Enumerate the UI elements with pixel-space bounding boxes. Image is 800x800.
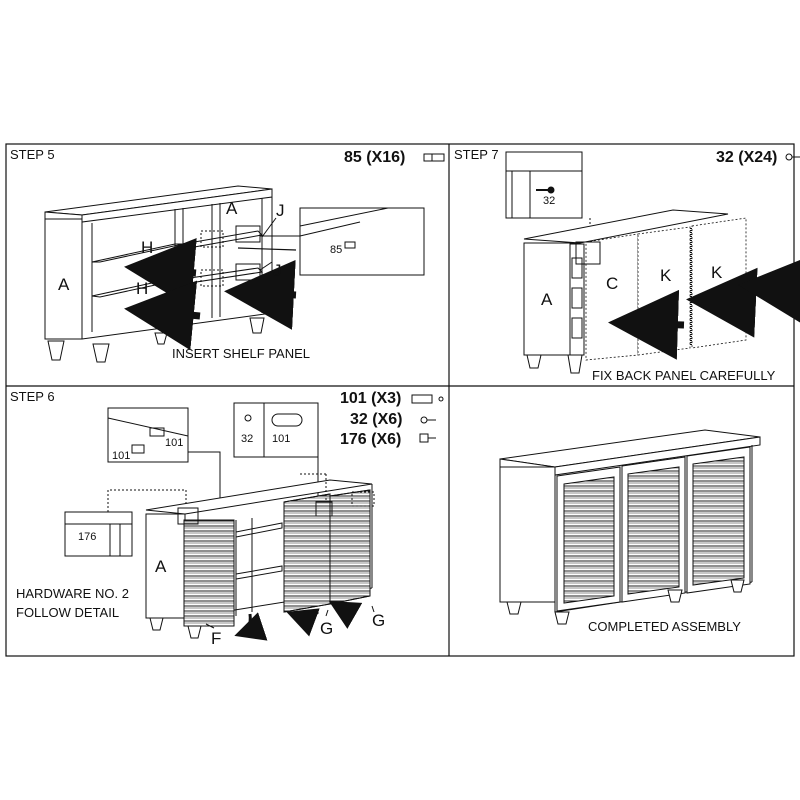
step6-cabinet [145,479,373,639]
step5-part-a-label: A [58,275,70,294]
completed-cabinet [499,429,761,625]
step6-hardware-label-101: 101 (X3) [340,390,401,407]
step6-part-a-label: A [155,557,167,576]
step5-insert-arrows [124,237,297,351]
step6-swing-arrows [234,601,363,641]
step7-hardware-label: 32 (X24) [716,149,777,166]
screw-icon [420,416,436,424]
step7-part-c-label: C [606,274,618,293]
step6-detail-176 [64,489,187,557]
step5-caption: INSERT SHELF PANEL [172,346,310,361]
step7-caption: FIX BACK PANEL CAREFULLY [592,368,776,383]
step7-detail-marker [575,241,601,265]
step5-part-a-top-label: A [226,199,238,218]
step6-detail-101-label-b: 101 [112,450,130,462]
step6-hardware-label-176: 176 (X6) [340,431,401,448]
step5-part-h-label-2: H [136,279,148,298]
step6-part-f-label: F [211,629,221,648]
screw-icon [785,153,800,161]
step7-detail-32 [505,151,591,240]
grid-frame [5,143,795,657]
step5-panel: STEP 5 85 (X16) [10,147,445,363]
step6-detail-32-label: 32 [241,433,253,445]
step8-caption: COMPLETED ASSEMBLY [588,619,741,634]
step6-panel: STEP 6 101 (X3) 32 (X6) 176 (X6) 101 101 [10,389,444,648]
step7-part-k-label-2: K [711,263,723,282]
step7-panel: STEP 7 32 (X24) 32 [454,147,800,383]
step8-panel: COMPLETED ASSEMBLY [499,429,761,634]
step5-hardware-label: 85 (X16) [344,149,405,166]
step7-part-k-label-1: K [660,266,672,285]
step5-detail-85 [260,207,425,276]
step6-title: STEP 6 [10,389,55,404]
step7-cabinet [523,209,729,374]
step6-detail-101-label-c: 101 [272,433,290,445]
step5-part-h-label-1: H [141,238,153,257]
step5-detail-85-label: 85 [330,244,342,256]
step6-part-g-label-1: G [320,619,333,638]
dowel-icon [423,153,445,162]
step6-hinge-markers [177,473,375,525]
step7-part-a-label: A [541,290,553,309]
step6-note-line2: FOLLOW DETAIL [16,605,119,620]
step6-detail-101 [107,407,221,505]
step7-title: STEP 7 [454,147,499,162]
step6-hardware-label-32: 32 (X6) [350,411,402,428]
step6-part-g-label-2: G [372,611,385,630]
step6-detail-176-label: 176 [78,531,96,543]
step6-detail-32-101 [233,402,319,515]
step7-arrows [608,255,800,360]
cam-bolt-icon [419,433,436,443]
step5-cabinet [44,185,273,363]
step7-detail-32-label: 32 [543,195,555,207]
step6-note-line1: HARDWARE NO. 2 [16,586,129,601]
step5-title: STEP 5 [10,147,55,162]
step5-part-j-label-1: J [276,201,285,220]
step6-detail-101-label-a: 101 [165,437,183,449]
hinge-icon [411,394,444,404]
step5-part-j-label-2: J [273,261,282,280]
